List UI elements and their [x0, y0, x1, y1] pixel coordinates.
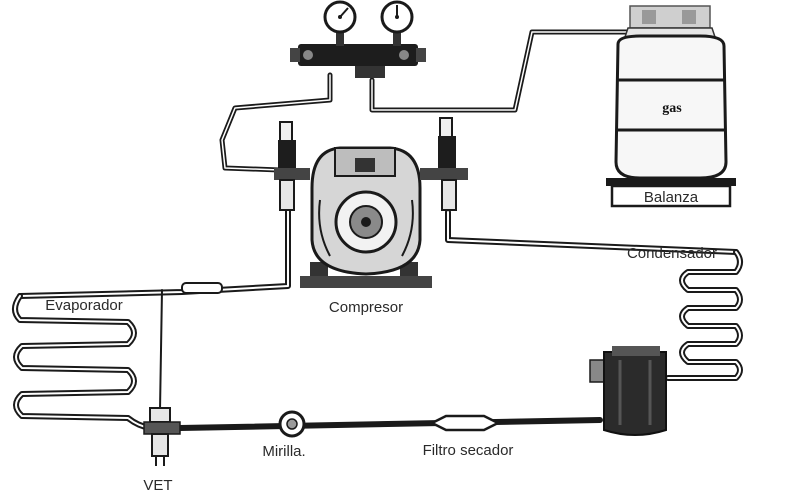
expansion-valve: VET — [143, 407, 181, 494]
filter-drier: Filtro secador — [423, 414, 514, 459]
evaporador-label: Evaporador — [45, 297, 123, 314]
piping — [17, 29, 739, 431]
condenser-coil — [665, 249, 743, 381]
liquid-line — [177, 417, 603, 431]
sight-glass: Mirilla. — [262, 410, 306, 460]
compressor: Compresor — [300, 146, 432, 316]
gas-label: gas — [662, 101, 682, 116]
gas-cylinder: gas — [614, 5, 728, 180]
vet-label: VET — [143, 477, 172, 494]
capillary-line — [159, 289, 163, 411]
low-pressure-gauge — [323, 0, 357, 46]
condensador-label: Condensador — [627, 245, 717, 262]
high-pressure-gauge — [380, 0, 414, 46]
evaporator-coil — [12, 293, 153, 431]
discharge-service-valve — [420, 117, 468, 211]
mirilla-label: Mirilla. — [262, 443, 305, 460]
hose-manifold-to-cylinder — [369, 29, 633, 113]
scale: Balanza — [606, 178, 736, 208]
hose-manifold-to-suction — [219, 72, 333, 173]
balanza-label: Balanza — [644, 189, 699, 206]
compresor-label: Compresor — [329, 299, 403, 316]
receiver-tank — [589, 346, 667, 436]
manifold-gauge-set — [290, 0, 426, 78]
suction-service-valve — [274, 121, 310, 211]
filtro-label: Filtro secador — [423, 442, 514, 459]
manifold-body — [298, 44, 418, 66]
sensing-bulb — [181, 282, 223, 294]
suction-line — [17, 202, 291, 299]
